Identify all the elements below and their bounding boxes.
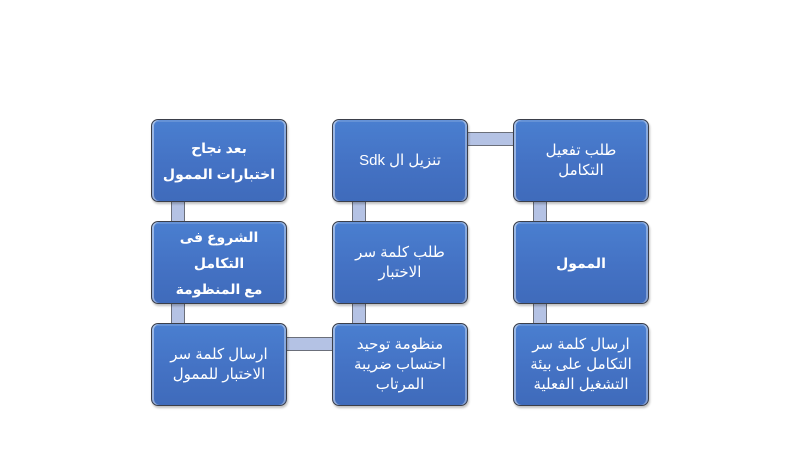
- node-label: طلب تفعيل التكامل: [545, 141, 617, 179]
- node-start-integration: الشروع فى التكامل مع المنظومة: [151, 221, 287, 304]
- node-label: ارسال كلمة سر الاختبار للممول: [170, 345, 268, 383]
- node-taxpayer: الممول: [513, 221, 649, 304]
- connector-n1-n6: [462, 132, 518, 146]
- node-label: بعد نجاح اختبارات الممول: [162, 139, 276, 182]
- node-request-test-password: طلب كلمة سر الاختبار: [332, 221, 468, 304]
- node-send-test-password: ارسال كلمة سر الاختبار للممول: [151, 323, 287, 406]
- connector-n4-n9: [282, 337, 337, 351]
- node-label: تنزيل ال Sdk: [359, 151, 441, 169]
- node-download-sdk: تنزيل ال Sdk: [332, 119, 468, 202]
- node-label: الممول: [556, 254, 606, 271]
- node-label: ارسال كلمة سر التكامل على بيئة التشغيل ا…: [530, 335, 632, 393]
- node-request-integration-activation: طلب تفعيل التكامل: [513, 119, 649, 202]
- node-label: الشروع فى التكامل مع المنظومة: [175, 228, 263, 297]
- node-after-tests-pass: بعد نجاح اختبارات الممول: [151, 119, 287, 202]
- node-unified-payroll-tax-system: منظومة توحيد احتساب ضريبة المرتاب: [332, 323, 468, 406]
- node-label: منظومة توحيد احتساب ضريبة المرتاب: [354, 335, 446, 393]
- node-label: طلب كلمة سر الاختبار: [355, 243, 445, 281]
- node-send-production-password: ارسال كلمة سر التكامل على بيئة التشغيل ا…: [513, 323, 649, 406]
